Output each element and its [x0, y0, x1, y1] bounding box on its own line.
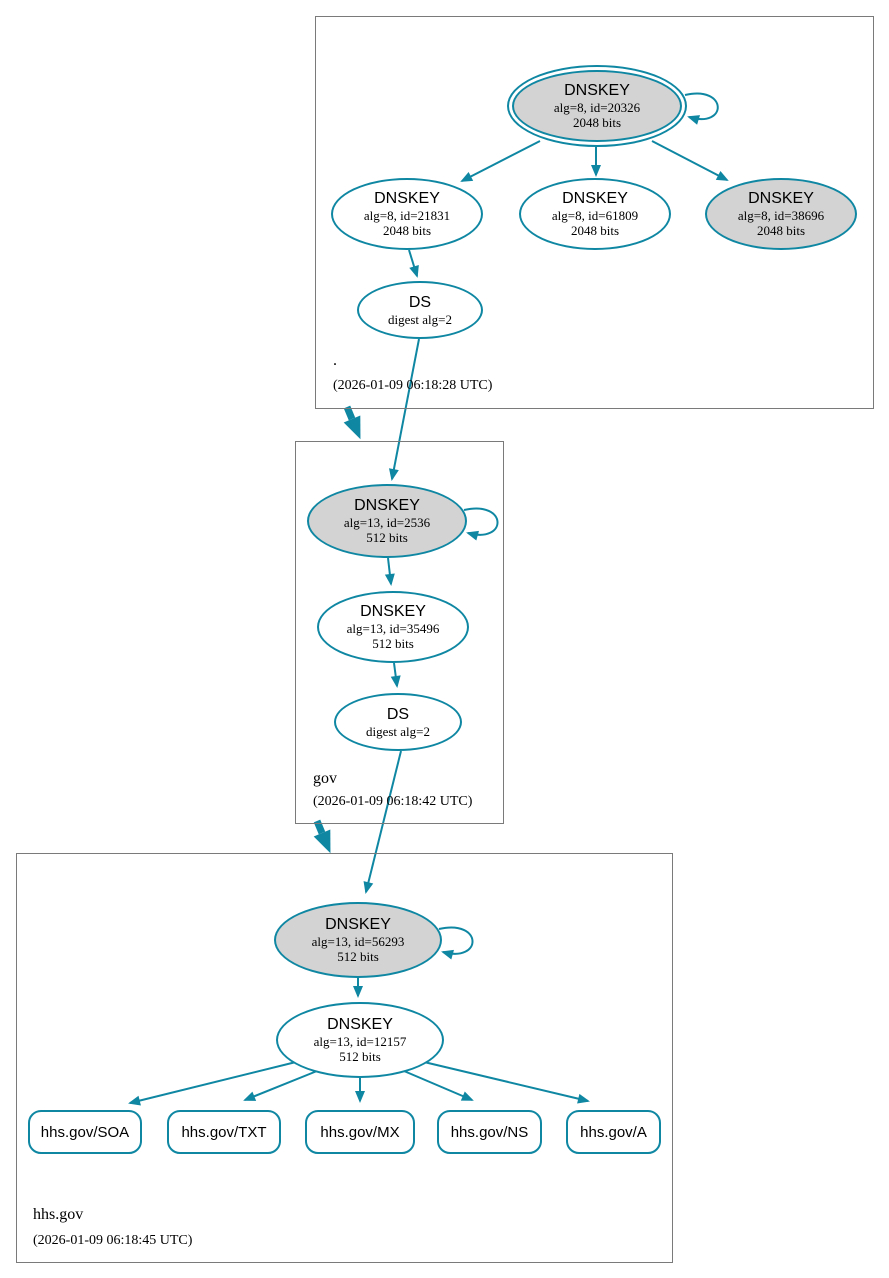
zone-timestamp-root: (2026-01-09 06:18:28 UTC) [333, 378, 493, 393]
node-detail: alg=13, id=12157 [313, 1034, 407, 1049]
ds-node-root[interactable]: DS digest alg=2 [357, 281, 483, 339]
node-detail: alg=13, id=35496 [346, 621, 440, 636]
node-detail: 512 bits [339, 1049, 381, 1064]
zone-label-root: . [333, 352, 337, 369]
node-detail: 512 bits [372, 636, 414, 651]
zone-label-gov: gov [313, 770, 337, 787]
dnskey-node-20326[interactable]: DNSKEY alg=8, id=20326 2048 bits [507, 65, 687, 147]
node-detail: 512 bits [337, 949, 379, 964]
node-detail: digest alg=2 [365, 723, 431, 739]
node-title: DS [408, 293, 432, 311]
rrset-node-ns[interactable]: hhs.gov/NS [437, 1110, 542, 1154]
node-detail: 512 bits [366, 530, 408, 545]
node-title: DNSKEY [354, 497, 420, 514]
zone-label-hhs: hhs.gov [33, 1206, 84, 1223]
dnskey-node-20326-inner: DNSKEY alg=8, id=20326 2048 bits [512, 70, 682, 142]
dnskey-node-21831[interactable]: DNSKEY alg=8, id=21831 2048 bits [331, 178, 483, 250]
node-detail: alg=8, id=21831 [363, 208, 451, 223]
ds-node-gov[interactable]: DS digest alg=2 [334, 693, 462, 751]
node-title: DNSKEY [360, 603, 426, 620]
node-detail: alg=13, id=56293 [311, 934, 405, 949]
zone-timestamp-hhs: (2026-01-09 06:18:45 UTC) [33, 1233, 193, 1248]
node-title: DNSKEY [327, 1016, 393, 1033]
dnskey-node-35496[interactable]: DNSKEY alg=13, id=35496 512 bits [317, 591, 469, 663]
node-detail: alg=8, id=61809 [551, 208, 639, 223]
dnskey-node-56293[interactable]: DNSKEY alg=13, id=56293 512 bits [274, 902, 442, 978]
rrset-label: hhs.gov/NS [450, 1123, 529, 1141]
rrset-label: hhs.gov/A [580, 1123, 647, 1141]
node-title: DNSKEY [374, 190, 440, 207]
rrset-node-a[interactable]: hhs.gov/A [566, 1110, 661, 1154]
zone-timestamp-gov: (2026-01-09 06:18:42 UTC) [313, 794, 473, 809]
rrset-label: hhs.gov/SOA [40, 1123, 130, 1141]
rrset-label: hhs.gov/MX [320, 1123, 400, 1141]
dnskey-node-12157[interactable]: DNSKEY alg=13, id=12157 512 bits [276, 1002, 444, 1078]
node-title: DNSKEY [564, 82, 630, 99]
node-title: DS [386, 705, 410, 723]
node-detail: digest alg=2 [387, 311, 453, 327]
rrset-node-mx[interactable]: hhs.gov/MX [305, 1110, 415, 1154]
rrset-label: hhs.gov/TXT [181, 1123, 267, 1141]
node-detail: 2048 bits [382, 223, 432, 238]
rrset-node-soa[interactable]: hhs.gov/SOA [28, 1110, 142, 1154]
node-detail: 2048 bits [572, 115, 622, 130]
rrset-node-txt[interactable]: hhs.gov/TXT [167, 1110, 281, 1154]
node-detail: alg=8, id=20326 [553, 100, 641, 115]
node-title: DNSKEY [325, 916, 391, 933]
zone-box-root [315, 16, 874, 409]
zone-box-hhs [16, 853, 673, 1263]
node-detail: alg=8, id=38696 [737, 208, 825, 223]
dnskey-node-38696[interactable]: DNSKEY alg=8, id=38696 2048 bits [705, 178, 857, 250]
node-detail: 2048 bits [570, 223, 620, 238]
zone-box-gov [295, 441, 504, 824]
node-detail: 2048 bits [756, 223, 806, 238]
node-title: DNSKEY [748, 190, 814, 207]
node-title: DNSKEY [562, 190, 628, 207]
dnskey-node-61809[interactable]: DNSKEY alg=8, id=61809 2048 bits [519, 178, 671, 250]
node-detail: alg=13, id=2536 [343, 515, 431, 530]
dnskey-node-2536[interactable]: DNSKEY alg=13, id=2536 512 bits [307, 484, 467, 558]
